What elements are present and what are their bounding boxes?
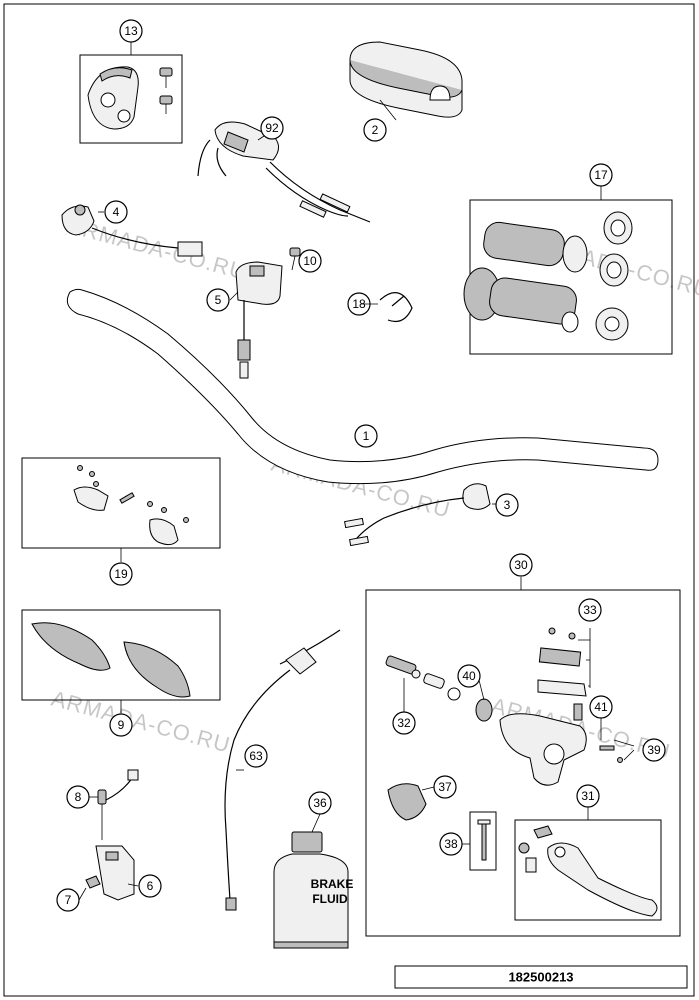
part-5-start-switch [229, 261, 283, 379]
callout-39: 39 [642, 738, 666, 762]
callout-63-text: 63 [249, 749, 263, 763]
part-13-switch-housing [79, 42, 183, 144]
callout-6-text: 6 [147, 879, 154, 893]
outer-frame [3, 3, 695, 997]
diagram-number-box: 182500213 [394, 965, 688, 989]
part-3-clutch-switch [344, 483, 496, 547]
part-18-cable-tie [379, 292, 413, 323]
callout-4: 4 [104, 200, 128, 224]
callout-8: 8 [66, 785, 90, 809]
callout-13-text: 13 [124, 24, 138, 38]
callout-10: 10 [298, 249, 322, 273]
callout-30-text: 30 [514, 558, 528, 572]
part-6-8-7-brake-switch [85, 769, 139, 901]
callout-3: 3 [495, 493, 519, 517]
callout-38: 38 [439, 832, 463, 856]
watermark-4: ARMADA-CO.RU [49, 686, 234, 758]
callout-13: 13 [119, 19, 143, 43]
callout-1: 1 [354, 424, 378, 448]
callout-6: 6 [138, 874, 162, 898]
part-92-throttle-assembly [197, 121, 371, 223]
callout-10-text: 10 [303, 254, 317, 268]
callout-32: 32 [392, 711, 416, 735]
callout-37: 37 [433, 775, 457, 799]
callout-36: 36 [308, 791, 332, 815]
callout-7-text: 7 [65, 893, 72, 907]
part-10-bolt [289, 247, 301, 271]
callout-18: 18 [347, 292, 371, 316]
part-9-handguards [21, 609, 221, 713]
callout-4-text: 4 [113, 205, 120, 219]
callout-2: 2 [363, 118, 387, 142]
part-30-master-cylinder [365, 577, 681, 937]
callout-3-text: 3 [504, 498, 511, 512]
callout-9-text: 9 [118, 718, 125, 732]
callout-33: 33 [578, 598, 602, 622]
callout-1-text: 1 [363, 429, 370, 443]
callout-5-text: 5 [215, 293, 222, 307]
callout-39-text: 39 [647, 743, 661, 757]
callout-17-text: 17 [594, 168, 608, 182]
bottle-label-fluid: FLUID [312, 892, 348, 906]
callout-38-text: 38 [444, 837, 458, 851]
box-38 [469, 811, 497, 871]
callout-92-text: 92 [265, 121, 279, 135]
callout-2-text: 2 [372, 123, 379, 137]
part-4-switch [61, 204, 203, 257]
box-30 [365, 589, 681, 937]
callout-5: 5 [206, 288, 230, 312]
callout-32-text: 32 [397, 716, 411, 730]
part-1-handlebar [66, 288, 659, 485]
callout-36-text: 36 [313, 796, 327, 810]
callout-8-text: 8 [75, 790, 82, 804]
callout-30: 30 [509, 553, 533, 577]
part-17-grips [463, 186, 673, 355]
callout-17: 17 [589, 163, 613, 187]
callout-92: 92 [260, 116, 284, 140]
callout-40-text: 40 [462, 669, 476, 683]
part-36-brake-fluid-bottle: BRAKE FLUID [273, 831, 354, 949]
box-19 [21, 457, 221, 549]
callout-7: 7 [56, 888, 80, 912]
callout-33-text: 33 [583, 603, 597, 617]
callout-18-text: 18 [352, 297, 366, 311]
callout-31: 31 [576, 784, 600, 808]
callout-9: 9 [109, 713, 133, 737]
bottle-label-brake: BRAKE [311, 877, 354, 891]
callout-31-text: 31 [581, 789, 595, 803]
part-2-handlebar-pad [349, 41, 463, 121]
callout-37-text: 37 [438, 780, 452, 794]
callout-63: 63 [244, 744, 268, 768]
callout-19: 19 [109, 562, 133, 586]
part-19-hardware-kit [21, 457, 221, 562]
callout-41: 41 [589, 695, 613, 719]
callout-19-text: 19 [114, 567, 128, 581]
callout-40: 40 [457, 664, 481, 688]
callout-41-text: 41 [594, 700, 608, 714]
part-63-brake-line [224, 629, 341, 911]
diagram-number: 182500213 [508, 970, 573, 985]
